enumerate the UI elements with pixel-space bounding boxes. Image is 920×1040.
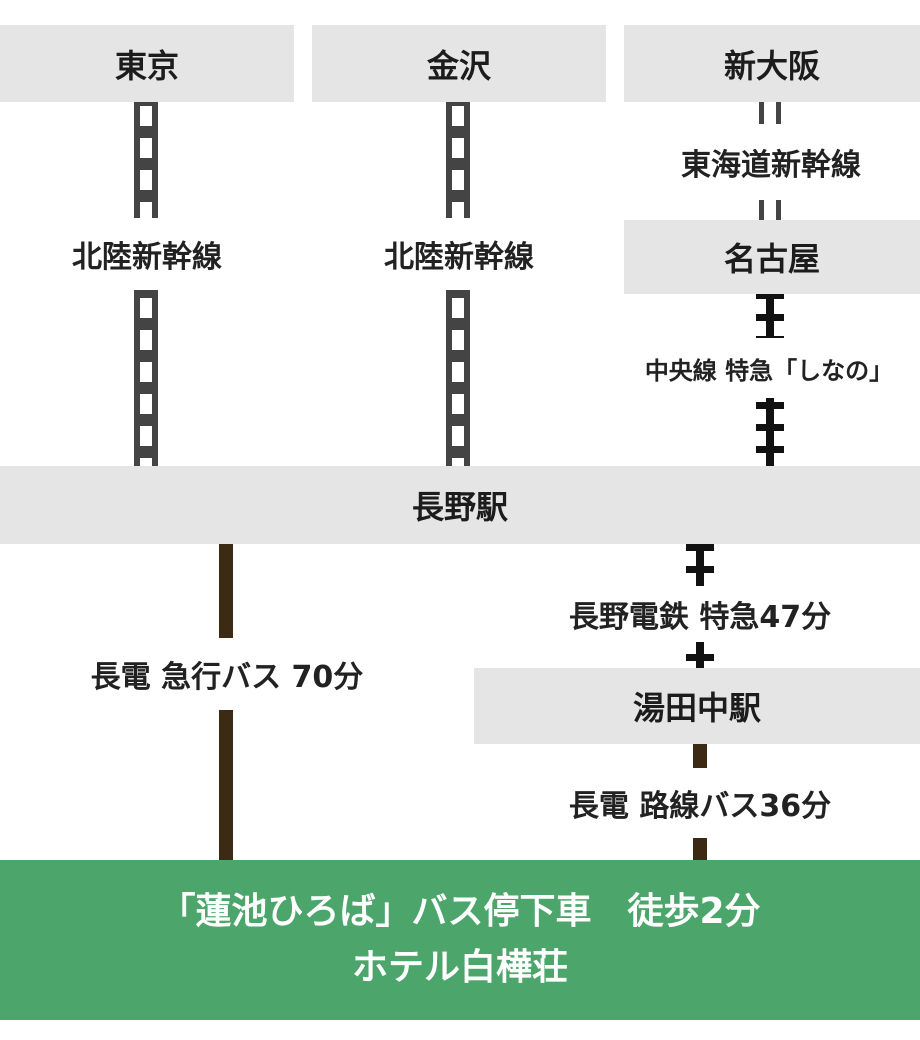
station-yudanaka-label: 湯田中駅 [632,689,761,727]
destination-hotel-name: ホテル白樺荘 [351,947,568,988]
station-kanazawa: 金沢 [312,25,606,102]
route-label-tokaido: 東海道新幹線 [640,124,902,200]
station-nagano-label: 長野駅 [411,488,508,526]
route-label-local-bus: 長電 路線バス36分 [540,768,860,838]
station-nagano: 長野駅 [0,466,920,544]
route-label-express-bus: 長電 急行バス 70分 [60,638,394,710]
station-yudanaka: 湯田中駅 [474,668,920,744]
station-kanazawa-label: 金沢 [426,46,491,85]
station-tokyo-label: 東京 [114,46,179,85]
station-tokyo: 東京 [0,25,294,102]
route-label-hokuriku-1: 北陸新幹線 [30,218,264,290]
station-shin-osaka: 新大阪 [624,25,920,102]
route-label-chuo: 中央線 特急「しなの」 [618,338,920,398]
destination-bus-stop: 「蓮池ひろば」バス停下車 徒歩2分 [159,891,761,933]
destination-box: 「蓮池ひろば」バス停下車 徒歩2分 ホテル白樺荘 [0,860,920,1020]
station-shin-osaka-label: 新大阪 [723,46,820,85]
route-label-hokuriku-2: 北陸新幹線 [342,218,576,290]
route-label-nagano-dentetsu: 長野電鉄 特急47分 [540,586,860,642]
station-nagoya-label: 名古屋 [723,240,820,278]
station-nagoya: 名古屋 [624,220,920,294]
